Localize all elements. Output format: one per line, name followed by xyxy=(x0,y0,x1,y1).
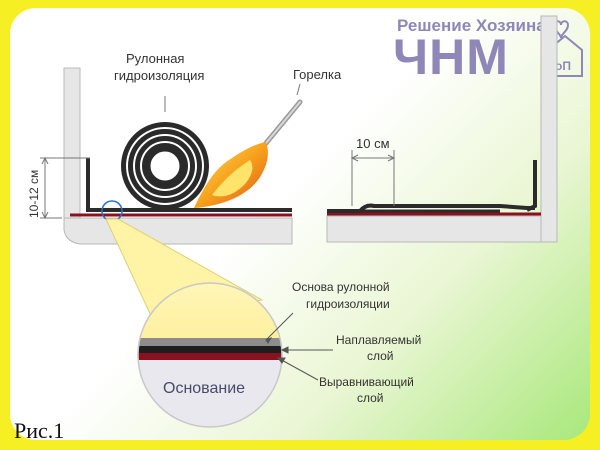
house-icon-text: оП xyxy=(555,59,571,73)
right-floor xyxy=(326,15,558,243)
figure-caption: Рис.1 xyxy=(14,418,65,443)
left-membrane xyxy=(70,158,292,217)
right-membrane xyxy=(327,160,541,216)
brand-tagline: Решение Хозяина xyxy=(397,16,546,35)
torch-icon xyxy=(194,99,303,208)
torch-label: Горелка xyxy=(293,67,342,82)
leveling-layer-label-line1: Выравнивающий xyxy=(319,375,414,389)
overlap-dimension xyxy=(350,150,396,206)
layer-callouts xyxy=(265,312,333,381)
height-dimension xyxy=(40,156,90,220)
foundation-label: Основание xyxy=(163,380,245,397)
torch-pointer xyxy=(296,83,301,96)
base-layer-label-line1: Основа рулонной xyxy=(292,280,390,294)
base-layer-label-line2: гидроизоляции xyxy=(306,297,390,311)
fused-layer-label-line2: слой xyxy=(367,349,394,363)
leveling-layer-label-line2: слой xyxy=(357,391,384,405)
roll-label-line2: гидроизоляция xyxy=(114,68,204,83)
brand-logo: Решение Хозяина ЧНМ оП xyxy=(393,16,583,85)
roll-label-line1: Рулонная xyxy=(126,51,184,66)
roll-icon xyxy=(121,122,209,210)
fused-layer-label-line1: Наплавляемый xyxy=(336,333,421,347)
overlap-label: 10 см xyxy=(356,136,390,151)
brand-logo-text: ЧНМ xyxy=(393,29,509,85)
height-label: 10-12 см xyxy=(27,170,41,218)
